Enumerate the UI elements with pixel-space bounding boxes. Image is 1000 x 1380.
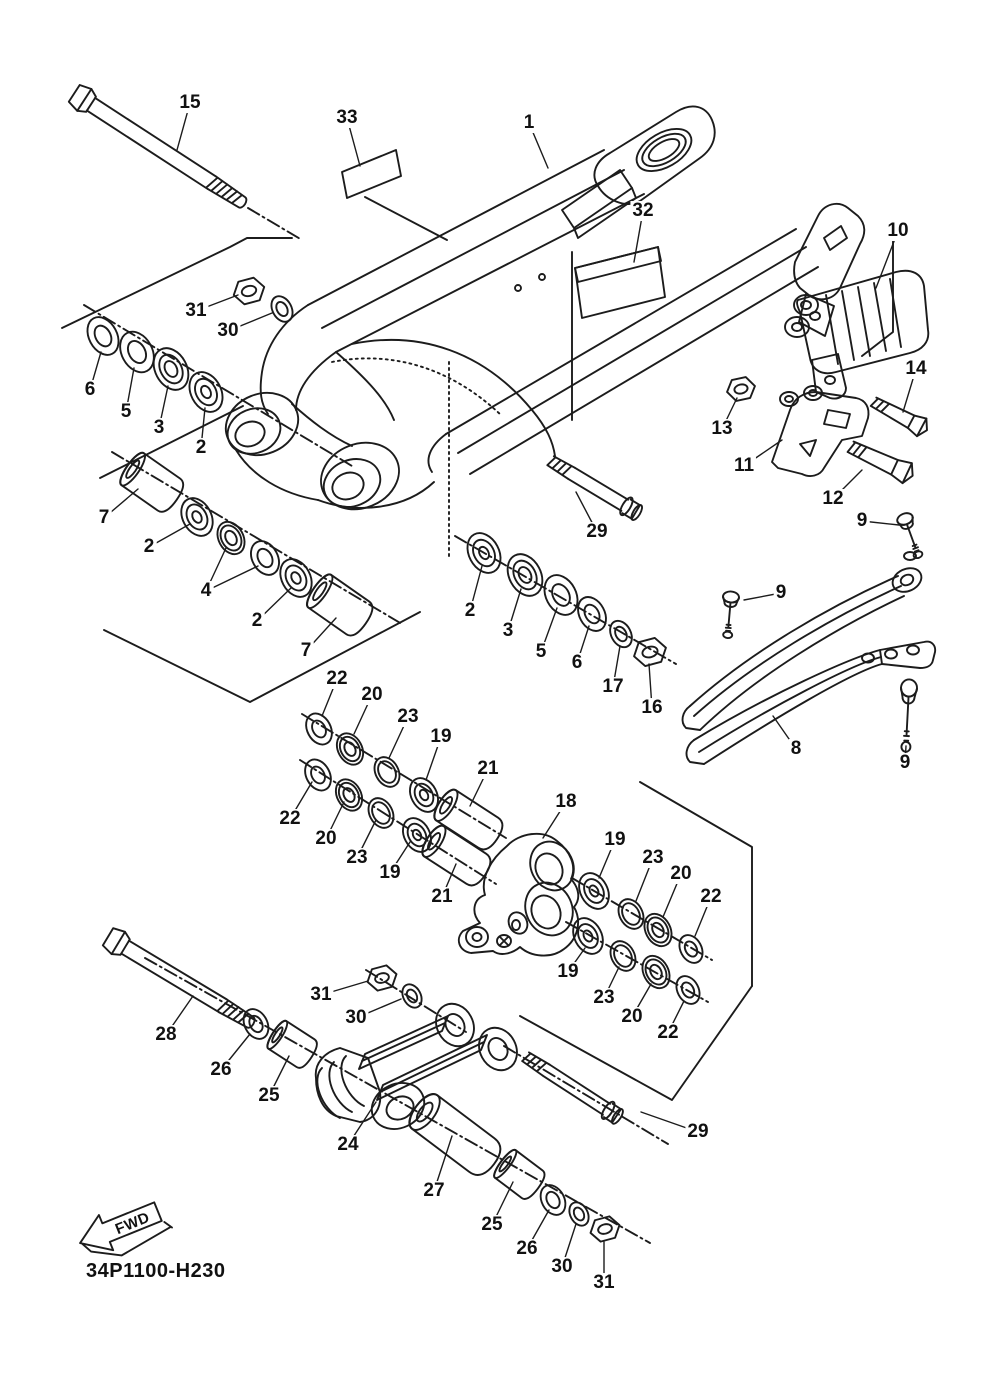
- plate-33: [342, 150, 401, 198]
- drawing-code: 34P1100-H230: [86, 1260, 226, 1282]
- fwd-arrow: FWD: [73, 1191, 175, 1268]
- relay-hardware-right: [566, 867, 708, 1009]
- connecting-rods: [316, 997, 524, 1137]
- sticker-32: [575, 247, 665, 318]
- construction-lines: [62, 197, 893, 1243]
- bracket-bolt-12: [845, 437, 917, 486]
- pivot-adjust-bolt-29a: [545, 452, 645, 523]
- guide-bracket: [772, 386, 869, 476]
- link-bolt-29b: [520, 1048, 626, 1127]
- relay-hardware-left: [299, 708, 509, 891]
- link-bolt-28: [101, 926, 260, 1036]
- slider-screw-9b: [718, 589, 741, 640]
- slider-screw-9a: [894, 510, 928, 562]
- bracket-nut-13: [723, 374, 759, 404]
- chain-guide: [785, 271, 928, 399]
- slider-screw-9c: [896, 677, 919, 754]
- chain-slider-lower: [687, 642, 936, 764]
- pivot-bearing-row-left: [80, 274, 298, 419]
- pivot-shaft-bolt: [67, 82, 252, 215]
- link-hardware: [237, 962, 624, 1245]
- relay-arm: [459, 834, 582, 956]
- chain-slider-upper: [683, 552, 926, 730]
- swingarm: [216, 106, 864, 520]
- leader-lines: [90, 103, 916, 1283]
- pivot-bearing-row-center: [459, 526, 671, 670]
- bracket-bolt-14: [868, 393, 931, 439]
